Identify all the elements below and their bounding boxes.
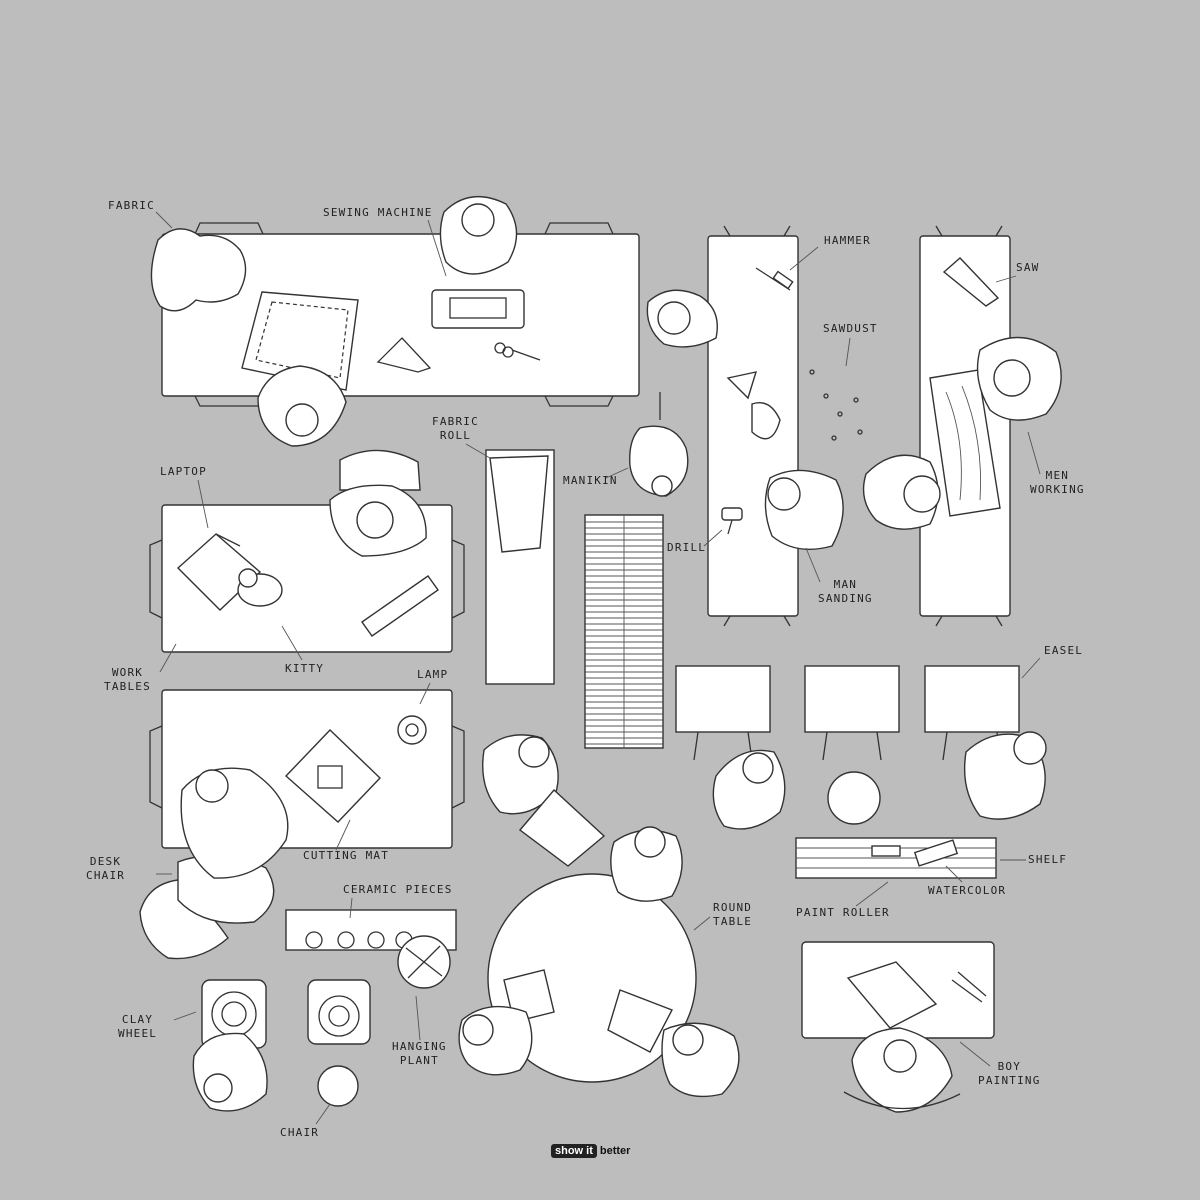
label-saw: SAW — [1016, 261, 1040, 274]
person-pattern — [257, 365, 347, 447]
drill — [721, 507, 743, 535]
person-easel-1 — [712, 749, 786, 830]
label-paint-roller: PAINT ROLLER — [796, 906, 890, 919]
lamp — [397, 715, 427, 745]
label-cutting-mat: CUTTING MAT — [303, 849, 390, 862]
label-sewing-machine: SEWING MACHINE — [323, 206, 433, 219]
chair — [317, 1065, 359, 1107]
easel-3 — [924, 665, 1020, 761]
label-shelf: SHELF — [1028, 853, 1068, 866]
stool — [827, 771, 881, 825]
easel-2 — [804, 665, 900, 761]
painting-table — [801, 941, 995, 1039]
label-ceramic-pieces: CERAMIC PIECES — [343, 883, 453, 896]
person-hammer — [646, 289, 718, 348]
manikin — [629, 392, 689, 497]
sewing-machine — [431, 289, 525, 329]
saw — [942, 257, 1000, 307]
label-round-table: ROUND TABLE — [713, 901, 753, 928]
label-kitty: KITTY — [285, 662, 325, 675]
wood-piece — [726, 371, 758, 400]
label-drill: DRILL — [667, 541, 707, 554]
label-fabric-roll: FABRIC ROLL — [432, 415, 479, 442]
person-round-2 — [458, 1005, 533, 1076]
hammer — [755, 267, 794, 291]
person-drawing — [482, 734, 606, 867]
brand-part-1: show it — [551, 1144, 597, 1158]
chair-stool-back — [307, 979, 371, 1045]
fabric-roll-rack — [485, 449, 555, 685]
label-work-tables: WORK TABLES — [104, 666, 151, 693]
label-clay-wheel: CLAY WHEEL — [118, 1013, 158, 1040]
label-laptop: LAPTOP — [160, 465, 207, 478]
label-fabric: FABRIC — [108, 199, 155, 212]
label-man-sanding: MAN SANDING — [818, 578, 873, 605]
person-laptop — [329, 449, 427, 557]
label-sawdust: SAWDUST — [823, 322, 878, 335]
label-boy-painting: BOY PAINTING — [978, 1060, 1041, 1087]
wood-piece-2 — [751, 402, 781, 440]
label-watercolor: WATERCOLOR — [928, 884, 1007, 897]
men-working — [862, 336, 1062, 530]
leader-lines — [155, 211, 1041, 1125]
label-men-working: MEN WORKING — [1030, 469, 1085, 496]
kitty — [237, 568, 283, 607]
person-round-1 — [610, 826, 683, 902]
cutting-mat — [284, 729, 381, 823]
label-lamp: LAMP — [417, 668, 449, 681]
brand-logo: show it better — [551, 1144, 630, 1158]
person-round-3 — [661, 1022, 740, 1098]
wood-plank — [929, 369, 1001, 517]
man-sanding — [764, 469, 844, 551]
person-clay-wheel — [192, 1032, 268, 1112]
person-sewing — [439, 195, 518, 275]
person-easel-3 — [963, 731, 1047, 820]
grid-rack — [584, 514, 664, 749]
label-manikin: MANIKIN — [563, 474, 618, 487]
label-desk-chair: DESK CHAIR — [86, 855, 126, 882]
label-hanging-plant: HANGING PLANT — [392, 1040, 447, 1067]
shelf — [795, 837, 997, 879]
fabric-pile — [150, 228, 247, 312]
easel-1 — [675, 665, 771, 761]
fabric-rolls-small — [361, 575, 439, 637]
scissors — [494, 342, 541, 361]
brand-part-2: better — [599, 1145, 631, 1157]
person-cutting — [180, 767, 289, 879]
label-hammer: HAMMER — [824, 234, 871, 247]
sewing-pattern — [241, 291, 359, 391]
hanging-plant — [397, 935, 451, 989]
label-easel: EASEL — [1044, 644, 1084, 657]
label-chair: CHAIR — [280, 1126, 320, 1139]
sawdust — [809, 369, 863, 441]
boy-painting — [843, 1027, 961, 1113]
hanger — [376, 337, 432, 373]
